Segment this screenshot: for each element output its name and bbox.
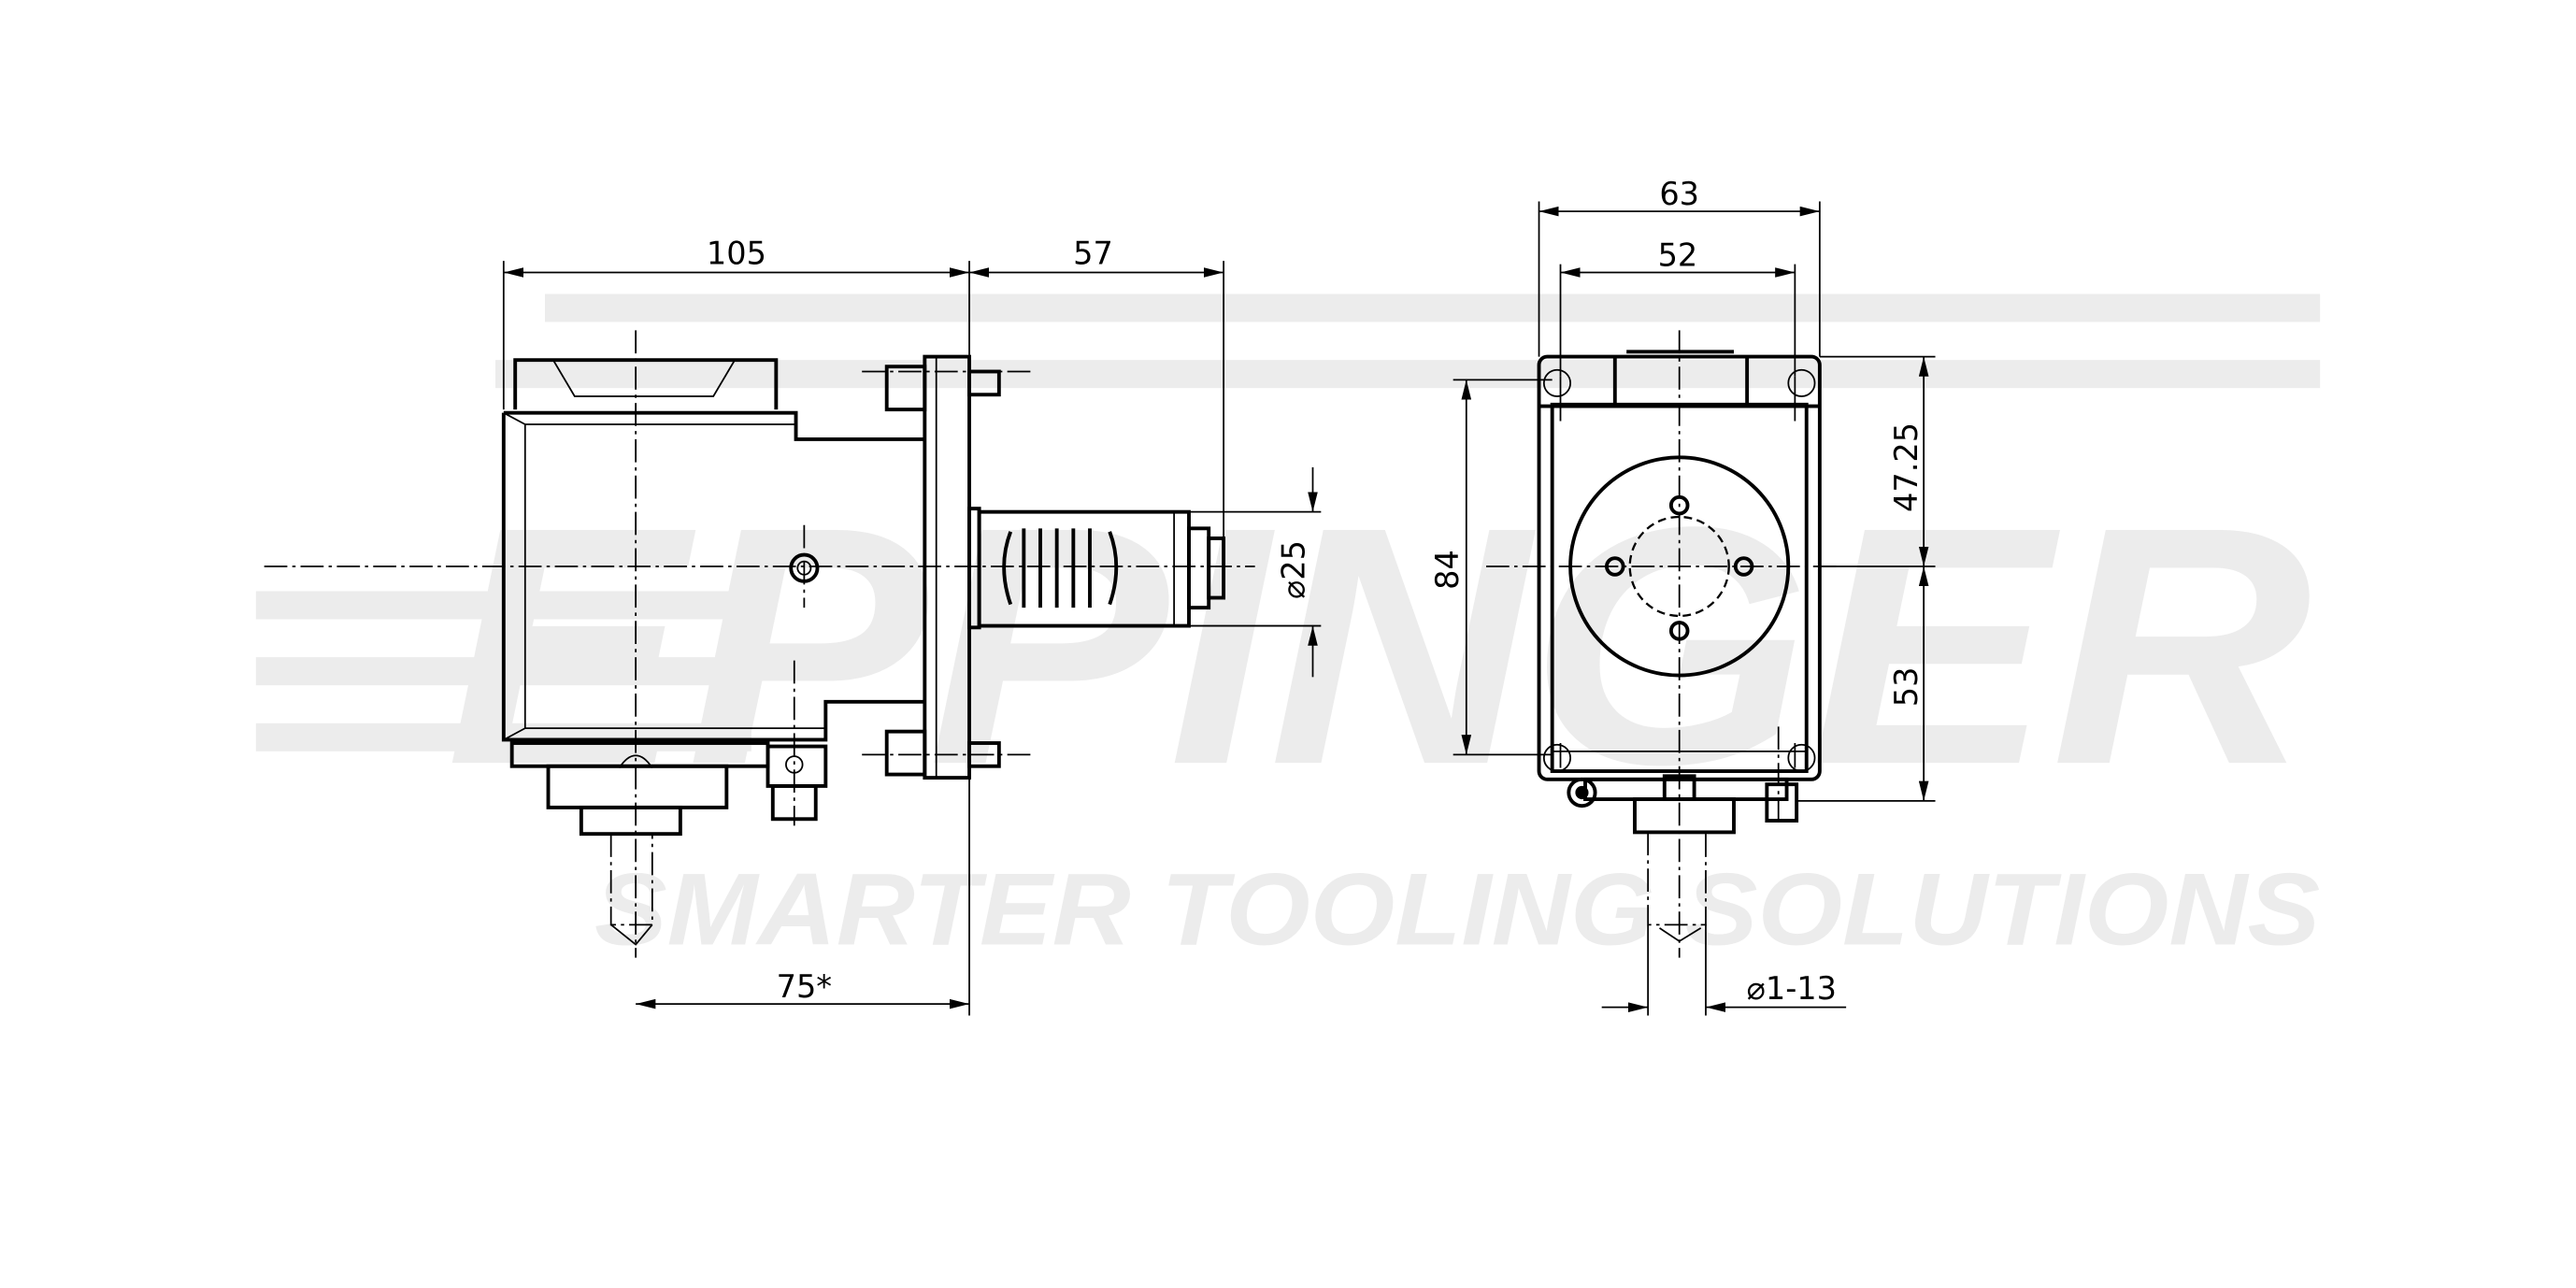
watermark-tagline: SMARTER TOOLING SOLUTIONS: [594, 853, 2320, 967]
drive-flange: [1568, 455, 1791, 678]
svg-text:⌀1-13: ⌀1-13: [1747, 970, 1837, 1007]
screw-icon: [789, 552, 820, 583]
svg-text:84: 84: [1429, 550, 1466, 590]
dimension-47-25: 47.25: [1819, 355, 1936, 567]
dimension-84: 84: [1429, 379, 1553, 756]
svg-text:75*: 75*: [777, 968, 832, 1005]
svg-text:52: 52: [1658, 236, 1698, 273]
front-view: 63 52 84 47.25 53: [1429, 176, 1936, 1016]
dimension-57: 57: [969, 236, 1224, 537]
watermark-logo: EPPINGER SMARTER TOOLING SOLUTIONS: [255, 293, 2321, 967]
dimension-53: 53: [1796, 565, 1936, 802]
svg-text:47.25: 47.25: [1888, 422, 1925, 512]
dimension-63: 63: [1538, 176, 1821, 357]
dimension-75: 75*: [636, 776, 970, 1016]
svg-text:53: 53: [1888, 667, 1925, 708]
svg-text:63: 63: [1659, 176, 1699, 212]
dimension-105: 105: [502, 236, 970, 410]
dimension-collet-range: ⌀1-13: [1601, 924, 1847, 1016]
dimension-52: 52: [1559, 236, 1796, 377]
svg-text:57: 57: [1073, 236, 1113, 272]
svg-text:⌀25: ⌀25: [1276, 540, 1312, 599]
dimension-diameter-25: ⌀25: [1189, 466, 1322, 678]
svg-text:105: 105: [707, 236, 766, 272]
shank-knurl: [1002, 528, 1119, 608]
side-view: 105 57 ⌀25 75*: [264, 236, 1322, 1016]
watermark-brand: EPPINGER: [446, 456, 2311, 835]
